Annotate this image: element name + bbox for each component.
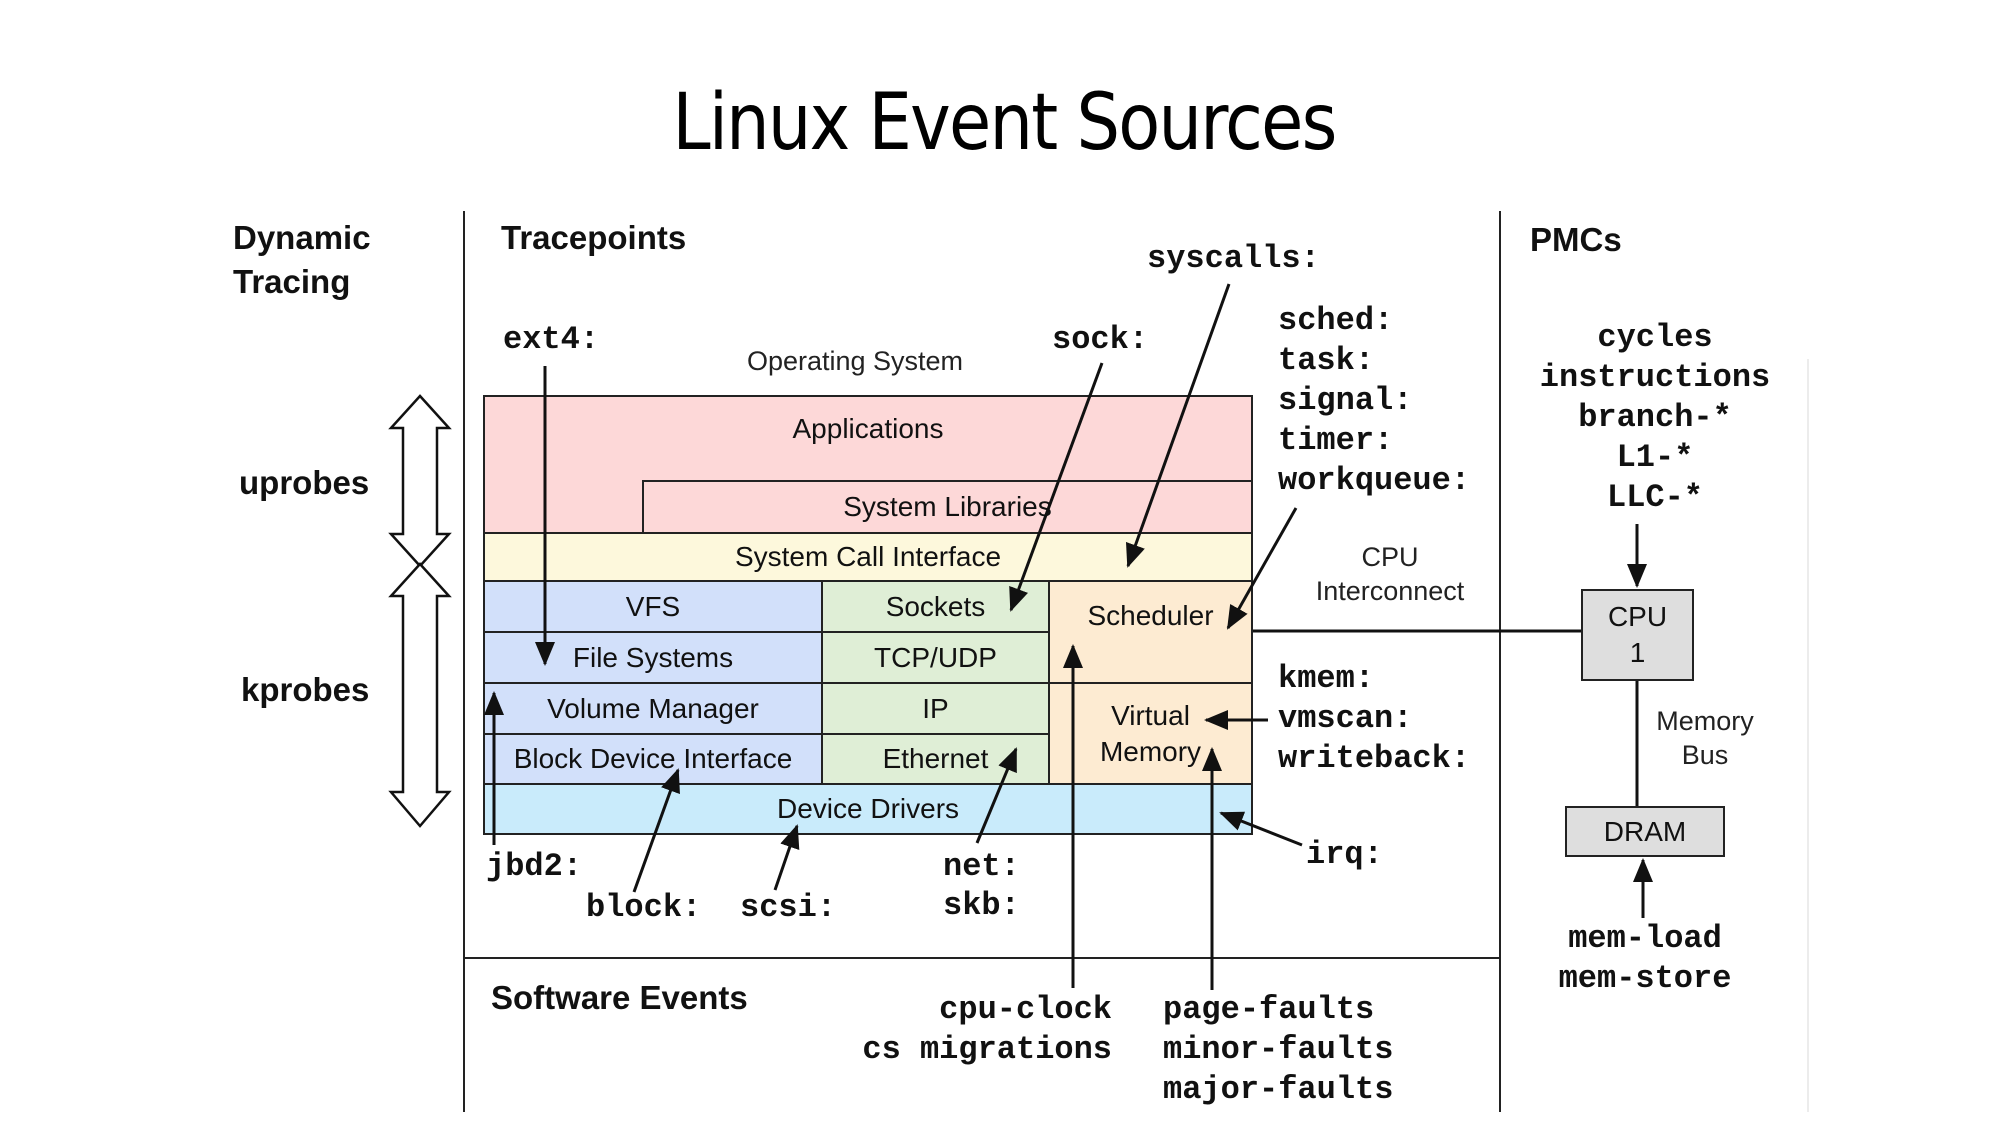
vmscan-tracepoint: vmscan: bbox=[1278, 700, 1413, 737]
virtual-memory-box: Virtual Memory bbox=[1048, 682, 1253, 785]
dram-box: DRAM bbox=[1565, 806, 1725, 857]
software-events-header: Software Events bbox=[491, 979, 748, 1016]
mem-load-event: mem-load bbox=[1568, 920, 1722, 957]
ip-label: IP bbox=[922, 692, 949, 724]
page-faults-event: page-faults bbox=[1163, 991, 1375, 1028]
volume-manager-box: Volume Manager bbox=[483, 682, 823, 735]
irq-tracepoint: irq: bbox=[1306, 836, 1383, 873]
dynamic-tracing-line1: Dynamic bbox=[233, 219, 371, 256]
cpu-interconnect-line2: Interconnect bbox=[1315, 576, 1465, 606]
pmc-cycles: cycles bbox=[1597, 319, 1713, 356]
device-drivers-box: Device Drivers bbox=[483, 783, 1253, 835]
timer-tracepoint: timer: bbox=[1278, 422, 1394, 459]
memory-tracepoint-group: kmem: vmscan: writeback: bbox=[1278, 659, 1470, 779]
syscalls-tracepoint: syscalls: bbox=[1147, 240, 1320, 277]
cpu-software-events: cpu-clock cs migrations bbox=[820, 990, 1112, 1070]
memory-bus-label: Memory Bus bbox=[1630, 704, 1780, 772]
cpu-clock-event: cpu-clock bbox=[939, 991, 1112, 1028]
sockets-box: Sockets bbox=[821, 580, 1050, 633]
task-tracepoint: task: bbox=[1278, 342, 1375, 379]
block-device-interface-box: Block Device Interface bbox=[483, 733, 823, 785]
cs-migrations-event: cs migrations bbox=[862, 1031, 1112, 1068]
device-drivers-label: Device Drivers bbox=[776, 793, 960, 824]
tracepoints-header: Tracepoints bbox=[501, 219, 687, 256]
sockets-label: Sockets bbox=[885, 590, 986, 622]
uprobes-label: uprobes bbox=[239, 464, 370, 501]
page-title: Linux Event Sources bbox=[672, 78, 1337, 168]
jbd2-tracepoint: jbd2: bbox=[486, 848, 583, 885]
cpu-interconnect-line1: CPU bbox=[1361, 542, 1419, 572]
pmc-l1: L1-* bbox=[1616, 439, 1694, 476]
net-tracepoint: net: bbox=[943, 848, 1020, 885]
minor-faults-event: minor-faults bbox=[1163, 1031, 1394, 1068]
kprobes-label: kprobes bbox=[241, 671, 370, 708]
tcp-udp-label: TCP/UDP bbox=[874, 641, 997, 673]
signal-tracepoint: signal: bbox=[1278, 382, 1413, 419]
vfs-label: VFS bbox=[625, 590, 681, 622]
kmem-tracepoint: kmem: bbox=[1278, 660, 1375, 697]
cpu-line2: 1 bbox=[1629, 637, 1646, 668]
file-systems-label: File Systems bbox=[572, 641, 734, 673]
workqueue-tracepoint: workqueue: bbox=[1278, 462, 1471, 499]
ip-box: IP bbox=[821, 682, 1050, 735]
virtual-memory-line2: Memory bbox=[1099, 735, 1202, 767]
tcp-udp-box: TCP/UDP bbox=[821, 631, 1050, 684]
sched-tracepoint-group: sched: task: signal: timer: workqueue: bbox=[1278, 301, 1470, 501]
fault-software-events: page-faults minor-faults major-faults bbox=[1163, 990, 1393, 1110]
scsi-arrow bbox=[773, 824, 800, 891]
volume-manager-label: Volume Manager bbox=[547, 692, 759, 724]
scheduler-box: Scheduler bbox=[1048, 580, 1253, 684]
kprobes-arrow-icon bbox=[388, 562, 452, 828]
virtual-memory-line1: Virtual bbox=[1111, 699, 1190, 731]
ethernet-label: Ethernet bbox=[882, 743, 989, 774]
block-tracepoint: block: bbox=[586, 889, 702, 926]
ethernet-box: Ethernet bbox=[821, 733, 1050, 785]
dram-label: DRAM bbox=[1603, 815, 1687, 847]
sock-tracepoint: sock: bbox=[1052, 321, 1149, 358]
applications-label: Applications bbox=[792, 413, 944, 444]
mem-store-event: mem-store bbox=[1558, 960, 1732, 997]
dynamic-tracing-line2: Tracing bbox=[233, 263, 351, 300]
pmc-instructions: instructions bbox=[1539, 359, 1771, 396]
major-faults-event: major-faults bbox=[1163, 1071, 1394, 1108]
uprobes-arrow-icon bbox=[388, 394, 452, 568]
ext4-tracepoint: ext4: bbox=[503, 321, 600, 358]
dynamic-tracing-header: Dynamic Tracing bbox=[233, 216, 371, 304]
memory-bus-line1: Memory bbox=[1656, 706, 1754, 736]
mem-events-list: mem-load mem-store bbox=[1510, 919, 1780, 999]
system-libraries-box: System Libraries bbox=[642, 480, 1253, 534]
scheduler-label: Scheduler bbox=[1087, 600, 1214, 631]
block-device-interface-label: Block Device Interface bbox=[513, 743, 793, 774]
cpu-interconnect-label: CPU Interconnect bbox=[1290, 540, 1490, 608]
pmc-branch: branch-* bbox=[1578, 399, 1732, 436]
writeback-tracepoint: writeback: bbox=[1278, 740, 1471, 777]
vfs-box: VFS bbox=[483, 580, 823, 633]
pmc-llc: LLC-* bbox=[1606, 479, 1703, 516]
scsi-tracepoint: scsi: bbox=[740, 889, 837, 926]
sched-tracepoint: sched: bbox=[1278, 302, 1394, 339]
cpu-line1: CPU bbox=[1607, 601, 1668, 632]
file-systems-box: File Systems bbox=[483, 631, 823, 684]
pmcs-header: PMCs bbox=[1530, 221, 1622, 258]
system-call-interface-label: System Call Interface bbox=[734, 541, 1002, 572]
system-libraries-label: System Libraries bbox=[843, 491, 1052, 522]
cpu-box: CPU 1 bbox=[1581, 589, 1694, 681]
memory-bus-line2: Bus bbox=[1681, 740, 1729, 770]
operating-system-label: Operating System bbox=[746, 346, 964, 376]
pmc-events-list: cycles instructions branch-* L1-* LLC-* bbox=[1510, 318, 1800, 518]
system-call-interface-box: System Call Interface bbox=[483, 532, 1253, 582]
skb-tracepoint: skb: bbox=[943, 887, 1020, 924]
